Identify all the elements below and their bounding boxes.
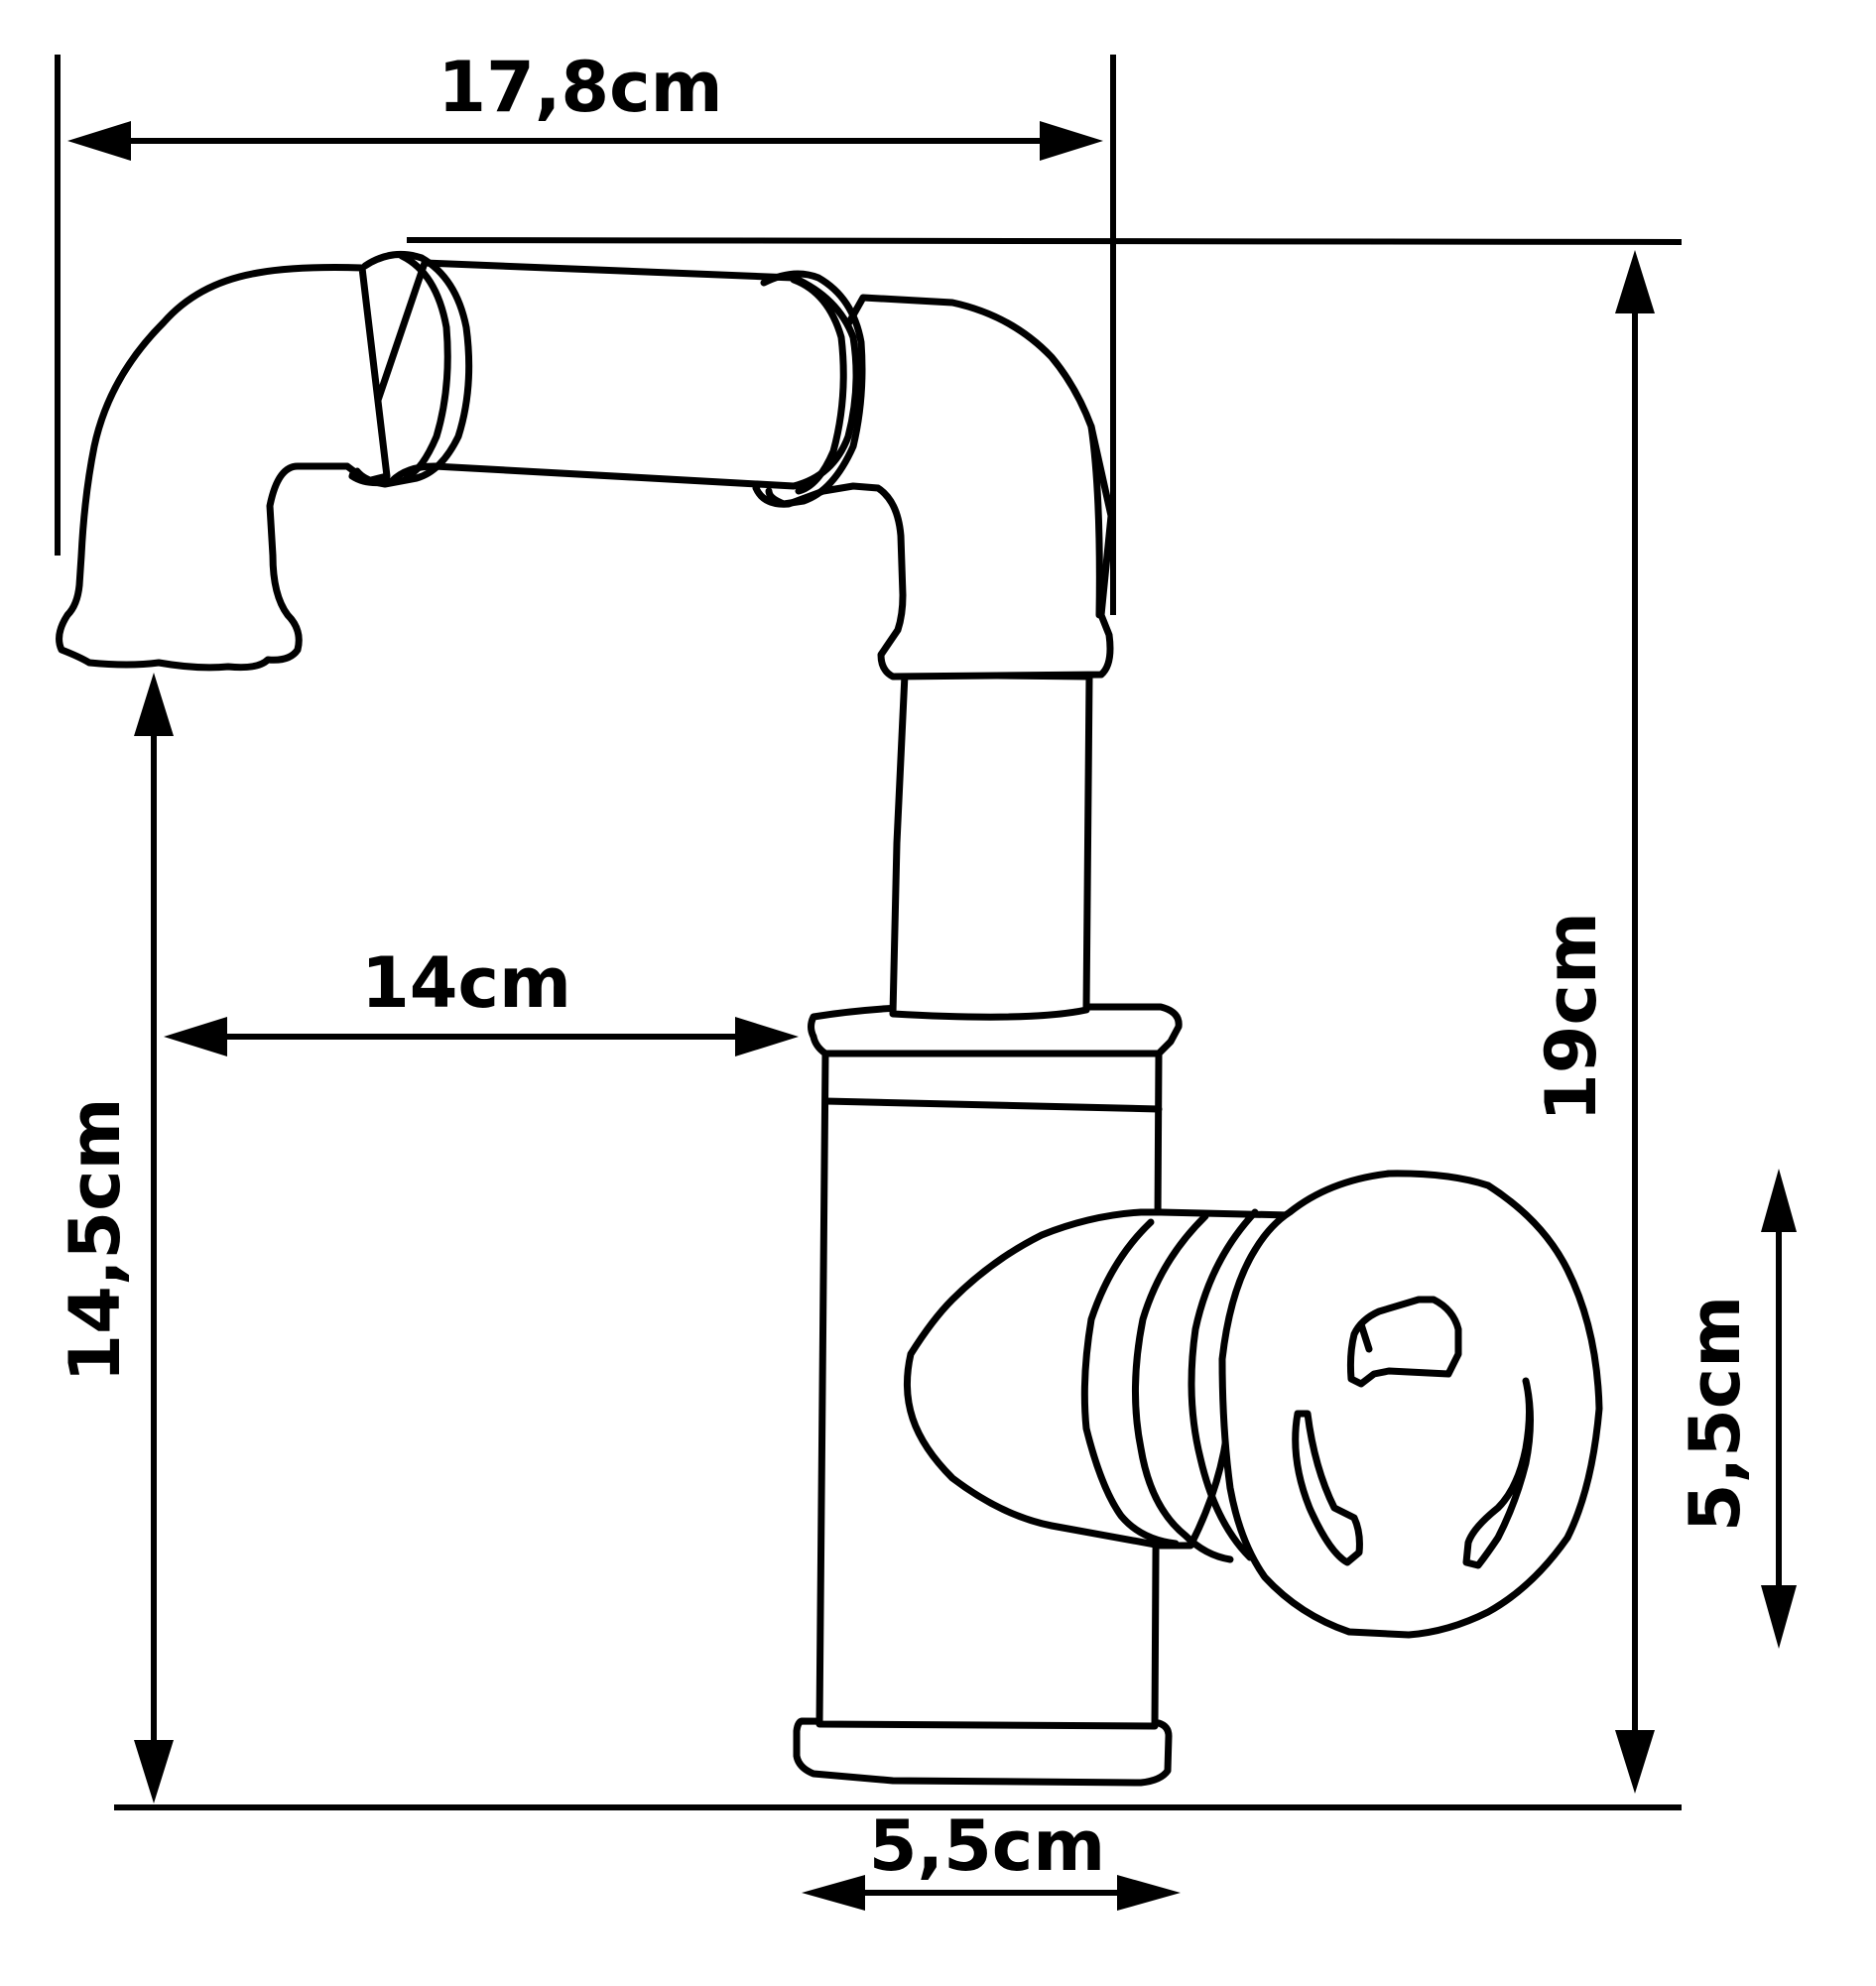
faucet-illustration [56,250,1603,1787]
dimension-handle-height [1761,1169,1797,1649]
label-top-width: 17,8cm [438,47,722,128]
dimension-spout-height [134,673,174,1803]
label-handle-height: 5,5cm [1675,1296,1756,1532]
extension-line-top [406,237,1683,245]
label-spout-reach: 14cm [361,942,571,1024]
faucet-handle-knob [1218,1170,1603,1639]
dimension-top-width [67,121,1103,161]
label-spout-height: 14,5cm [55,1097,136,1382]
faucet-base [793,1717,1173,1787]
faucet-spout-elbow [56,264,391,672]
label-total-height: 19cm [1531,912,1612,1122]
dimension-spout-reach [164,1017,799,1056]
dimension-labels: 17,8cm 14cm 14,5cm 19cm 5,5cm 5,5cm [55,47,1756,1887]
faucet-vertical-pipe [889,671,1093,1021]
label-base-width: 5,5cm [869,1805,1105,1887]
dimension-lines [55,55,1797,1911]
dimension-base-width [802,1875,1181,1911]
dimension-total-height [1615,250,1655,1794]
